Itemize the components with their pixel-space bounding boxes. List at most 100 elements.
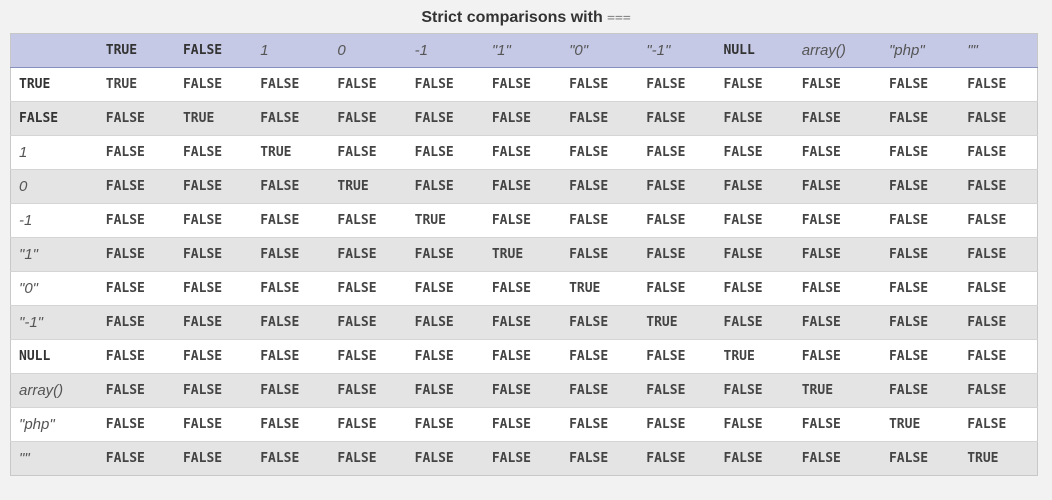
- comparison-result-cell: FALSE: [793, 339, 881, 374]
- comparison-result-cell: FALSE: [561, 169, 639, 204]
- comparison-result-cell: FALSE: [406, 237, 484, 272]
- comparison-result-cell: FALSE: [252, 203, 330, 238]
- comparison-result-cell: TRUE: [406, 203, 484, 238]
- comparison-result-cell: FALSE: [483, 271, 562, 306]
- comparison-result-cell: FALSE: [329, 305, 407, 340]
- comparison-result-cell: FALSE: [252, 101, 330, 136]
- row-header: "1": [10, 237, 98, 272]
- comparison-result-cell: FALSE: [406, 339, 484, 374]
- caption-text: Strict comparisons with: [421, 9, 603, 26]
- comparison-result-cell: FALSE: [959, 305, 1038, 340]
- comparison-result-cell: FALSE: [561, 135, 639, 170]
- column-header: "0": [561, 33, 639, 68]
- comparison-result-cell: FALSE: [715, 271, 794, 306]
- comparison-result-cell: FALSE: [174, 407, 253, 442]
- comparison-result-cell: FALSE: [97, 169, 175, 204]
- comparison-result-cell: FALSE: [561, 373, 639, 408]
- comparison-result-cell: FALSE: [723, 77, 763, 92]
- comparison-result-cell: FALSE: [638, 339, 716, 374]
- comparison-result-cell: FALSE: [959, 373, 1038, 408]
- comparison-result-cell: FALSE: [252, 237, 330, 272]
- row-header: "php": [10, 407, 98, 442]
- comparison-result-cell: FALSE: [97, 441, 175, 476]
- comparison-result-cell: FALSE: [638, 169, 716, 204]
- comparison-result-cell: FALSE: [97, 305, 175, 340]
- comparison-result-cell: FALSE: [329, 407, 407, 442]
- comparison-result-cell: FALSE: [329, 441, 407, 476]
- comparison-result-cell: FALSE: [252, 339, 330, 374]
- comparison-result-cell: FALSE: [97, 135, 175, 170]
- comparison-result-cell: FALSE: [638, 101, 716, 136]
- row-header: 1: [10, 135, 98, 170]
- comparison-result-cell: FALSE: [561, 407, 639, 442]
- comparison-result-cell: FALSE: [337, 77, 377, 92]
- comparison-result-cell: FALSE: [561, 101, 639, 136]
- column-header: "php": [880, 33, 960, 68]
- comparison-result-cell: FALSE: [174, 305, 253, 340]
- comparison-result-cell: FALSE: [561, 237, 639, 272]
- comparison-result-cell: FALSE: [97, 373, 175, 408]
- caption-operator: ===: [607, 11, 631, 26]
- comparison-result-cell: FALSE: [793, 101, 881, 136]
- comparison-result-cell: FALSE: [329, 237, 407, 272]
- comparison-result-cell: FALSE: [483, 407, 562, 442]
- comparison-result-cell: FALSE: [329, 373, 407, 408]
- corner-cell: [10, 33, 98, 68]
- comparison-result-cell: FALSE: [483, 169, 562, 204]
- comparison-result-cell: FALSE: [174, 169, 253, 204]
- comparison-result-cell: FALSE: [329, 271, 407, 306]
- comparison-result-cell: FALSE: [569, 77, 609, 92]
- row-header: "-1": [10, 305, 98, 340]
- comparison-result-cell: FALSE: [406, 271, 484, 306]
- column-header: 1: [252, 33, 330, 68]
- comparison-result-cell: FALSE: [329, 135, 407, 170]
- comparison-result-cell: FALSE: [406, 135, 484, 170]
- comparison-result-cell: FALSE: [638, 203, 716, 238]
- column-header: TRUE: [97, 33, 175, 68]
- comparison-result-cell: FALSE: [406, 373, 484, 408]
- comparison-result-cell: TRUE: [561, 271, 639, 306]
- comparison-result-cell: TRUE: [959, 441, 1038, 476]
- column-header: 0: [329, 33, 407, 68]
- comparison-result-cell: FALSE: [959, 135, 1038, 170]
- row-header: -1: [10, 203, 98, 238]
- column-header: "": [959, 33, 1038, 68]
- comparison-result-cell: FALSE: [880, 339, 960, 374]
- column-header: array(): [793, 33, 881, 68]
- comparison-result-cell: FALSE: [406, 101, 484, 136]
- comparison-result-cell: FALSE: [483, 101, 562, 136]
- comparison-result-cell: FALSE: [174, 135, 253, 170]
- comparison-result-cell: FALSE: [880, 373, 960, 408]
- comparison-result-cell: TRUE: [715, 339, 794, 374]
- comparison-result-cell: FALSE: [715, 237, 794, 272]
- comparison-result-cell: FALSE: [174, 373, 253, 408]
- comparison-result-cell: FALSE: [793, 169, 881, 204]
- comparison-result-cell: FALSE: [801, 77, 841, 92]
- comparison-result-cell: FALSE: [715, 305, 794, 340]
- comparison-result-cell: FALSE: [959, 271, 1038, 306]
- comparison-result-cell: FALSE: [414, 77, 454, 92]
- comparison-result-cell: FALSE: [888, 77, 929, 92]
- comparison-result-cell: FALSE: [182, 77, 223, 92]
- comparison-result-cell: FALSE: [483, 305, 562, 340]
- column-header: FALSE: [174, 33, 253, 68]
- row-header: 0: [10, 169, 98, 204]
- comparison-result-cell: FALSE: [561, 203, 639, 238]
- comparison-result-cell: FALSE: [483, 441, 562, 476]
- comparison-result-cell: TRUE: [329, 169, 407, 204]
- comparison-result-cell: TRUE: [880, 407, 960, 442]
- comparison-result-cell: FALSE: [793, 407, 881, 442]
- comparison-result-cell: FALSE: [880, 101, 960, 136]
- row-header: array(): [10, 373, 98, 408]
- comparison-result-cell: FALSE: [329, 203, 407, 238]
- comparison-result-cell: FALSE: [638, 407, 716, 442]
- comparison-result-cell: FALSE: [329, 101, 407, 136]
- comparison-result-cell: FALSE: [793, 237, 881, 272]
- comparison-result-cell: FALSE: [483, 339, 562, 374]
- row-header: FALSE: [10, 101, 98, 136]
